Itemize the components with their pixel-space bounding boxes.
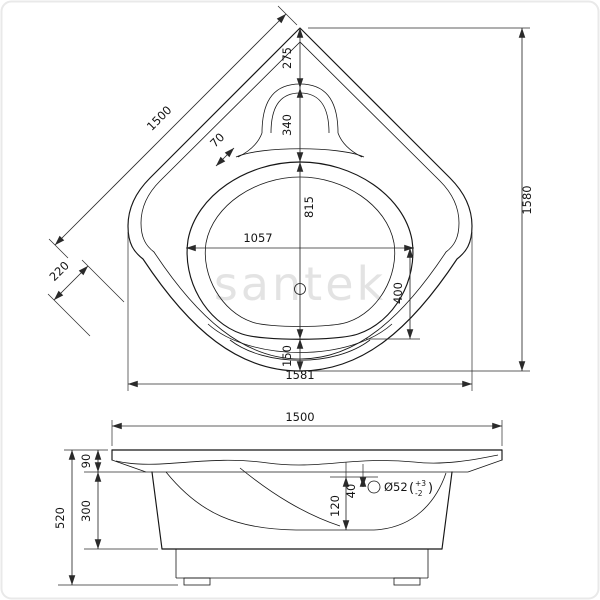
dim-basin-right: 400 (391, 282, 405, 304)
dim-drain-diameter: Ø52 (384, 480, 408, 494)
tolerance-paren-open: ( (409, 481, 414, 496)
tolerance-minus: -2 (415, 489, 423, 498)
dim-corner: 220 (46, 258, 71, 283)
basin-elevation-curve (165, 471, 447, 531)
dim-total-height: 520 (53, 507, 67, 529)
dim-basin-length: 815 (302, 196, 316, 218)
rim-left-slope (111, 459, 147, 473)
dim-front-edge: 150 (280, 345, 294, 367)
extline-1500-bottom (48, 238, 69, 259)
extline-220-a (81, 259, 125, 303)
foot-left (183, 577, 211, 586)
dim-rim-height: 90 (79, 454, 93, 469)
dim-side: 1500 (144, 103, 175, 134)
foot-right (393, 577, 421, 586)
dim-seat-edge: 70 (207, 130, 227, 150)
dimline-70 (215, 147, 235, 167)
dimline-1500 (54, 13, 287, 246)
tolerance-paren-close: ) (428, 481, 433, 496)
rim-contour-wave (115, 454, 499, 466)
headrest-right-flare (337, 132, 363, 158)
dim-width: 1581 (285, 368, 314, 382)
body-right-side (441, 471, 453, 550)
dim-body-height: 300 (79, 500, 93, 522)
overflow-hole-circle (367, 480, 381, 494)
rim-right-slope (467, 459, 503, 473)
dimline-220 (53, 265, 89, 301)
extline-1500-top (277, 5, 298, 26)
side-view: 1500 90 300 520 (53, 410, 503, 586)
headrest-left-flare (237, 132, 263, 158)
dim-drain-height: 120 (328, 495, 342, 517)
dim-sv-width: 1500 (285, 410, 314, 424)
extline-220-b (47, 293, 91, 337)
body-left-side (151, 471, 163, 550)
dim-seat: 340 (280, 114, 294, 136)
basin-back-edge (239, 467, 341, 527)
dim-height: 1580 (520, 185, 534, 214)
dim-drain-offset: 40 (344, 484, 358, 499)
dim-apex-to-seat: 275 (280, 47, 294, 69)
top-view: 275 340 815 150 1057 400 1580 1581 1500 … (46, 5, 534, 391)
dim-basin-width: 1057 (243, 231, 272, 245)
tolerance-plus: +3 (415, 479, 426, 488)
